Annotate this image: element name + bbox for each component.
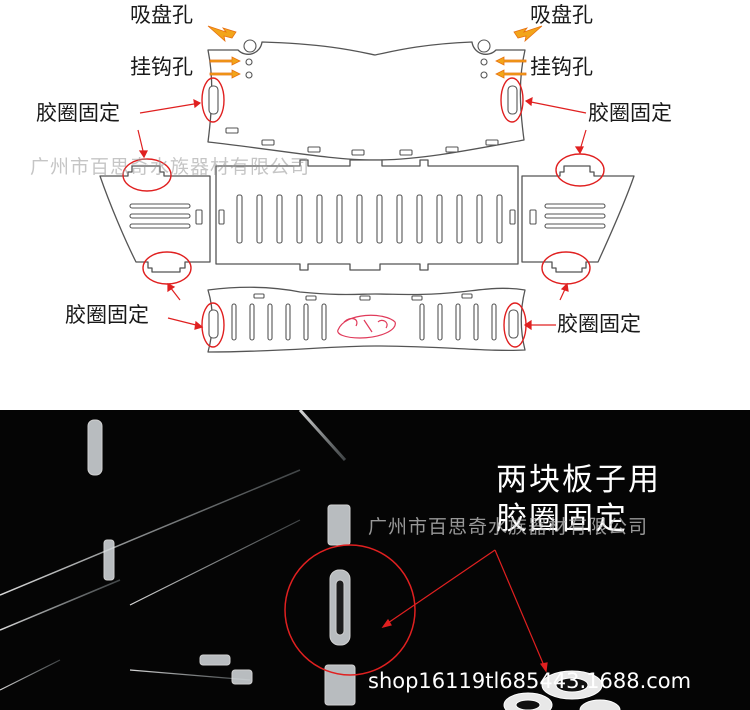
label-rubber-ring-top-right: 胶圈固定 [588, 101, 672, 125]
label-suction-hole-right: 吸盘孔 [530, 3, 593, 27]
panel-drawing [99, 25, 635, 353]
photo-title-line2: 胶圈固定 [496, 501, 628, 537]
watermark-photo: 广州市百思奇水族器材有限公司 [368, 516, 649, 538]
bottom-panel-slots [208, 293, 519, 341]
label-hook-hole-left: 挂钩孔 [130, 55, 193, 79]
brand-logo [337, 314, 396, 339]
label-rubber-ring-top-left: 胶圈固定 [36, 101, 120, 125]
watermark-top: 广州市百思奇水族器材有限公司 [30, 156, 311, 178]
annotation-circle-photo [284, 544, 416, 676]
back-panel-outline [207, 41, 526, 161]
shop-url: shop16119tl685443.1688.com [368, 669, 692, 693]
right-side-panel-outline [521, 165, 635, 273]
acrylic-box-photo [0, 410, 621, 710]
annotation-leaders [137, 96, 587, 331]
product-photo: 两块板子用 胶圈固定 广州市百思奇水族器材有限公司 shop16119tl685… [0, 410, 750, 710]
acrylic-edges [0, 410, 347, 710]
orange-arrows [207, 25, 543, 79]
back-panel-holes [208, 39, 518, 156]
rubber-rings [503, 670, 621, 710]
label-rubber-ring-bottom-right: 胶圈固定 [557, 312, 641, 336]
label-hook-hole-right: 挂钩孔 [530, 55, 593, 79]
front-panel-outline [215, 159, 519, 271]
front-panel-slots [218, 194, 516, 244]
side-panel-slots [129, 203, 606, 229]
photo-leaders [381, 549, 548, 673]
rubber-clips [87, 419, 356, 706]
photo-title-line1: 两块板子用 [496, 462, 661, 498]
left-side-panel-outline [99, 165, 211, 273]
panel-layout-diagram: 吸盘孔 吸盘孔 挂钩孔 挂钩孔 胶圈固定 胶圈固定 胶圈固定 胶圈固定 广州市百… [30, 3, 672, 353]
label-suction-hole-left: 吸盘孔 [130, 3, 193, 27]
label-rubber-ring-bottom-left: 胶圈固定 [65, 303, 149, 327]
